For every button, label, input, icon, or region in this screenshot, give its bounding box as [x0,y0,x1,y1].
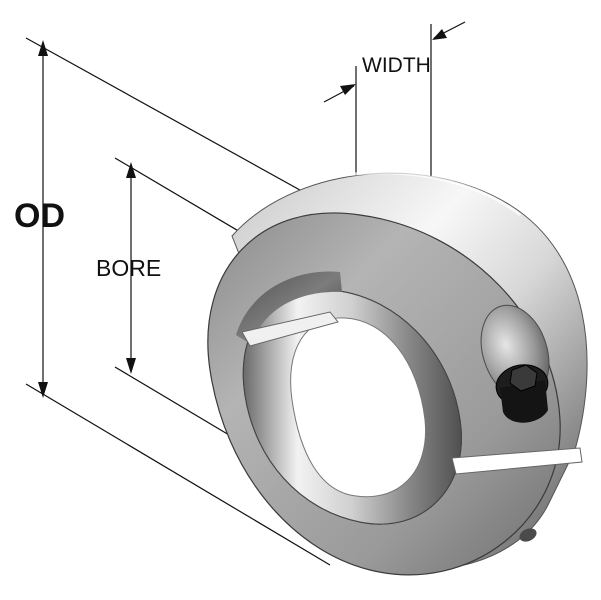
dimension-lines [25,21,466,566]
width-label: WIDTH [362,54,431,77]
od-extension-bottom [25,383,331,566]
hex-socket [509,364,538,392]
shaft-collar-icon [207,171,588,576]
lower-hole [519,528,537,542]
collar-through-hole [290,317,427,498]
width-arrow-left [340,84,356,95]
od-extension-top [25,37,346,216]
bore-arrow-bottom [126,358,136,374]
od-arrow-bottom [38,382,48,398]
socket-cap-screw-icon [495,364,549,423]
od-label: OD [14,197,65,235]
bore-label: BORE [96,255,161,281]
od-arrow-top [38,40,48,56]
collar-split-slot-upper [241,311,339,347]
width-arrow-right [432,29,447,40]
collar-split-gap [451,447,583,475]
bore-arrow-top [126,162,136,178]
collar-inner-lip [236,271,342,345]
collar-highlight [299,171,521,217]
